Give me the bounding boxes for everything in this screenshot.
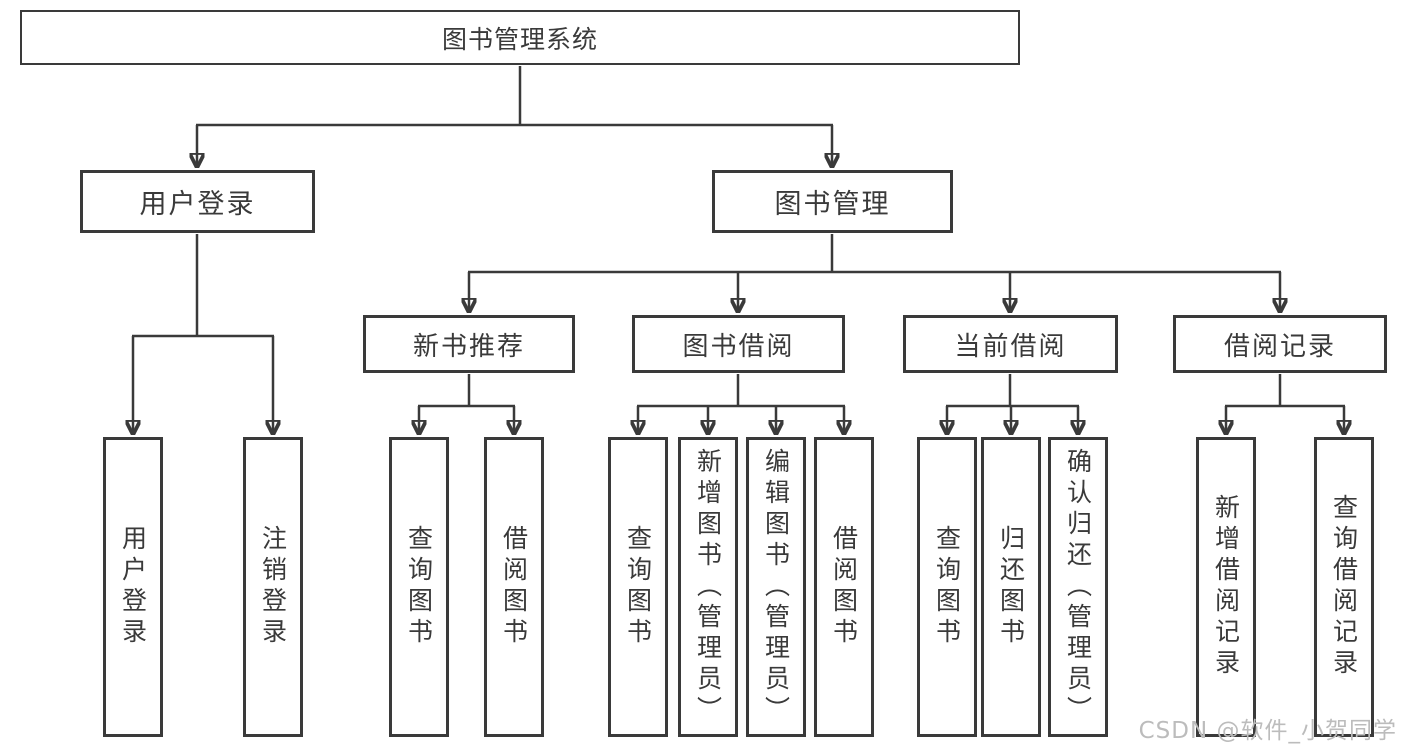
leaf-edit-books-admin: 编辑图书（管理员） — [746, 437, 806, 737]
leaf-label: 查询图书 — [623, 525, 653, 649]
leaf-return-books: 归还图书 — [981, 437, 1041, 737]
node-user-login: 用户登录 — [80, 170, 315, 233]
node-label: 图书借阅 — [682, 331, 795, 362]
leaf-label: 用户登录 — [118, 525, 148, 649]
leaf-query-books-current: 查询图书 — [917, 437, 977, 737]
leaf-borrow-books-recommend: 借阅图书 — [484, 437, 544, 737]
leaf-label: 注销登录 — [258, 525, 288, 649]
leaf-label: 新增借阅记录 — [1211, 494, 1241, 680]
leaf-query-books-recommend: 查询图书 — [389, 437, 449, 737]
node-label: 图书管理 — [774, 189, 891, 220]
leaf-label: 编辑图书（管理员） — [761, 447, 791, 727]
leaf-label: 借阅图书 — [499, 525, 529, 649]
leaf-borrow-books: 借阅图书 — [814, 437, 874, 737]
leaf-label: 新增图书（管理员） — [693, 447, 723, 727]
leaf-query-borrow-record: 查询借阅记录 — [1314, 437, 1374, 737]
leaf-label: 确认归还（管理员） — [1063, 447, 1093, 727]
csdn-watermark: CSDN @软件_小贺同学 — [1138, 718, 1397, 744]
node-new-book-recommend: 新书推荐 — [363, 315, 575, 373]
node-label: 图书管理系统 — [441, 24, 598, 54]
node-book-borrow: 图书借阅 — [632, 315, 845, 373]
node-label: 借阅记录 — [1223, 331, 1336, 362]
node-label: 用户登录 — [139, 189, 256, 220]
leaf-label: 查询图书 — [932, 525, 962, 649]
leaf-add-borrow-record: 新增借阅记录 — [1196, 437, 1256, 737]
leaf-label: 借阅图书 — [829, 525, 859, 649]
node-borrow-record: 借阅记录 — [1173, 315, 1387, 373]
node-label: 当前借阅 — [954, 331, 1067, 362]
leaf-query-books-borrow: 查询图书 — [608, 437, 668, 737]
leaf-user-login: 用户登录 — [103, 437, 163, 737]
leaf-label: 查询图书 — [404, 525, 434, 649]
leaf-label: 归还图书 — [996, 525, 1026, 649]
leaf-add-books-admin: 新增图书（管理员） — [678, 437, 738, 737]
leaf-logout: 注销登录 — [243, 437, 303, 737]
node-current-borrow: 当前借阅 — [903, 315, 1118, 373]
node-system-root: 图书管理系统 — [20, 10, 1020, 65]
leaf-confirm-return-admin: 确认归还（管理员） — [1048, 437, 1108, 737]
leaf-label: 查询借阅记录 — [1329, 494, 1359, 680]
node-label: 新书推荐 — [412, 331, 525, 362]
node-book-mgmt: 图书管理 — [712, 170, 953, 233]
